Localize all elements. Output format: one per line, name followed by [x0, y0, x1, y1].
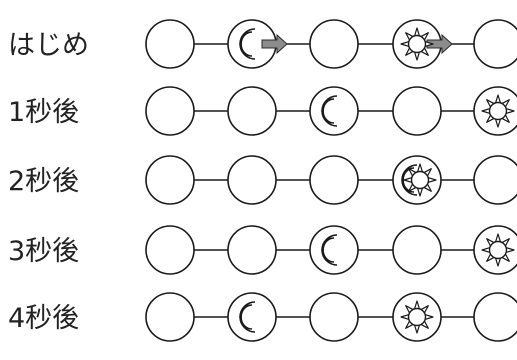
row-label: はじめ: [8, 30, 89, 61]
time-row: 4秒後: [8, 292, 517, 342]
crescent-moon-icon: [239, 28, 256, 60]
sun-icon: [481, 233, 515, 267]
sun-icon: [400, 27, 434, 61]
position-circle: [227, 155, 277, 205]
position-circle: [145, 155, 195, 205]
position-circle: [309, 292, 359, 342]
position-circle: [473, 19, 517, 69]
position-circle: [145, 292, 195, 342]
position-circle: [145, 19, 195, 69]
position-circle: [309, 19, 359, 69]
position-circle: [227, 292, 277, 342]
time-row: 1秒後: [8, 86, 517, 136]
right-arrow-icon: [426, 33, 453, 55]
sun-icon: [400, 300, 434, 334]
position-circle: [473, 155, 517, 205]
position-circle: [473, 292, 517, 342]
position-circle: [145, 225, 195, 275]
sun-core: [488, 240, 508, 260]
row-label: 3秒後: [8, 236, 79, 267]
time-row: はじめ: [8, 19, 517, 69]
row-label: 4秒後: [8, 303, 79, 334]
position-circle: [309, 225, 359, 275]
position-circle: [392, 86, 442, 136]
crescent-moon-icon: [321, 234, 338, 266]
time-row: 2秒後: [8, 155, 517, 205]
crescent-moon-icon: [401, 164, 418, 196]
row-label: 2秒後: [8, 166, 79, 197]
sun-icon: [481, 94, 515, 128]
position-circle: [227, 86, 277, 136]
row-label: 1秒後: [8, 97, 79, 128]
time-row: 3秒後: [8, 225, 517, 275]
position-circle: [309, 155, 359, 205]
crescent-moon-icon: [239, 301, 256, 333]
sun-core: [407, 34, 427, 54]
position-circle: [145, 86, 195, 136]
position-circle: [392, 225, 442, 275]
position-circle: [227, 225, 277, 275]
sun-core: [407, 307, 427, 327]
crescent-moon-icon: [321, 95, 338, 127]
sun-icon: [403, 163, 437, 197]
right-arrow-icon: [261, 33, 288, 55]
position-circle: [309, 86, 359, 136]
sun-core: [410, 170, 430, 190]
sun-core: [488, 101, 508, 121]
